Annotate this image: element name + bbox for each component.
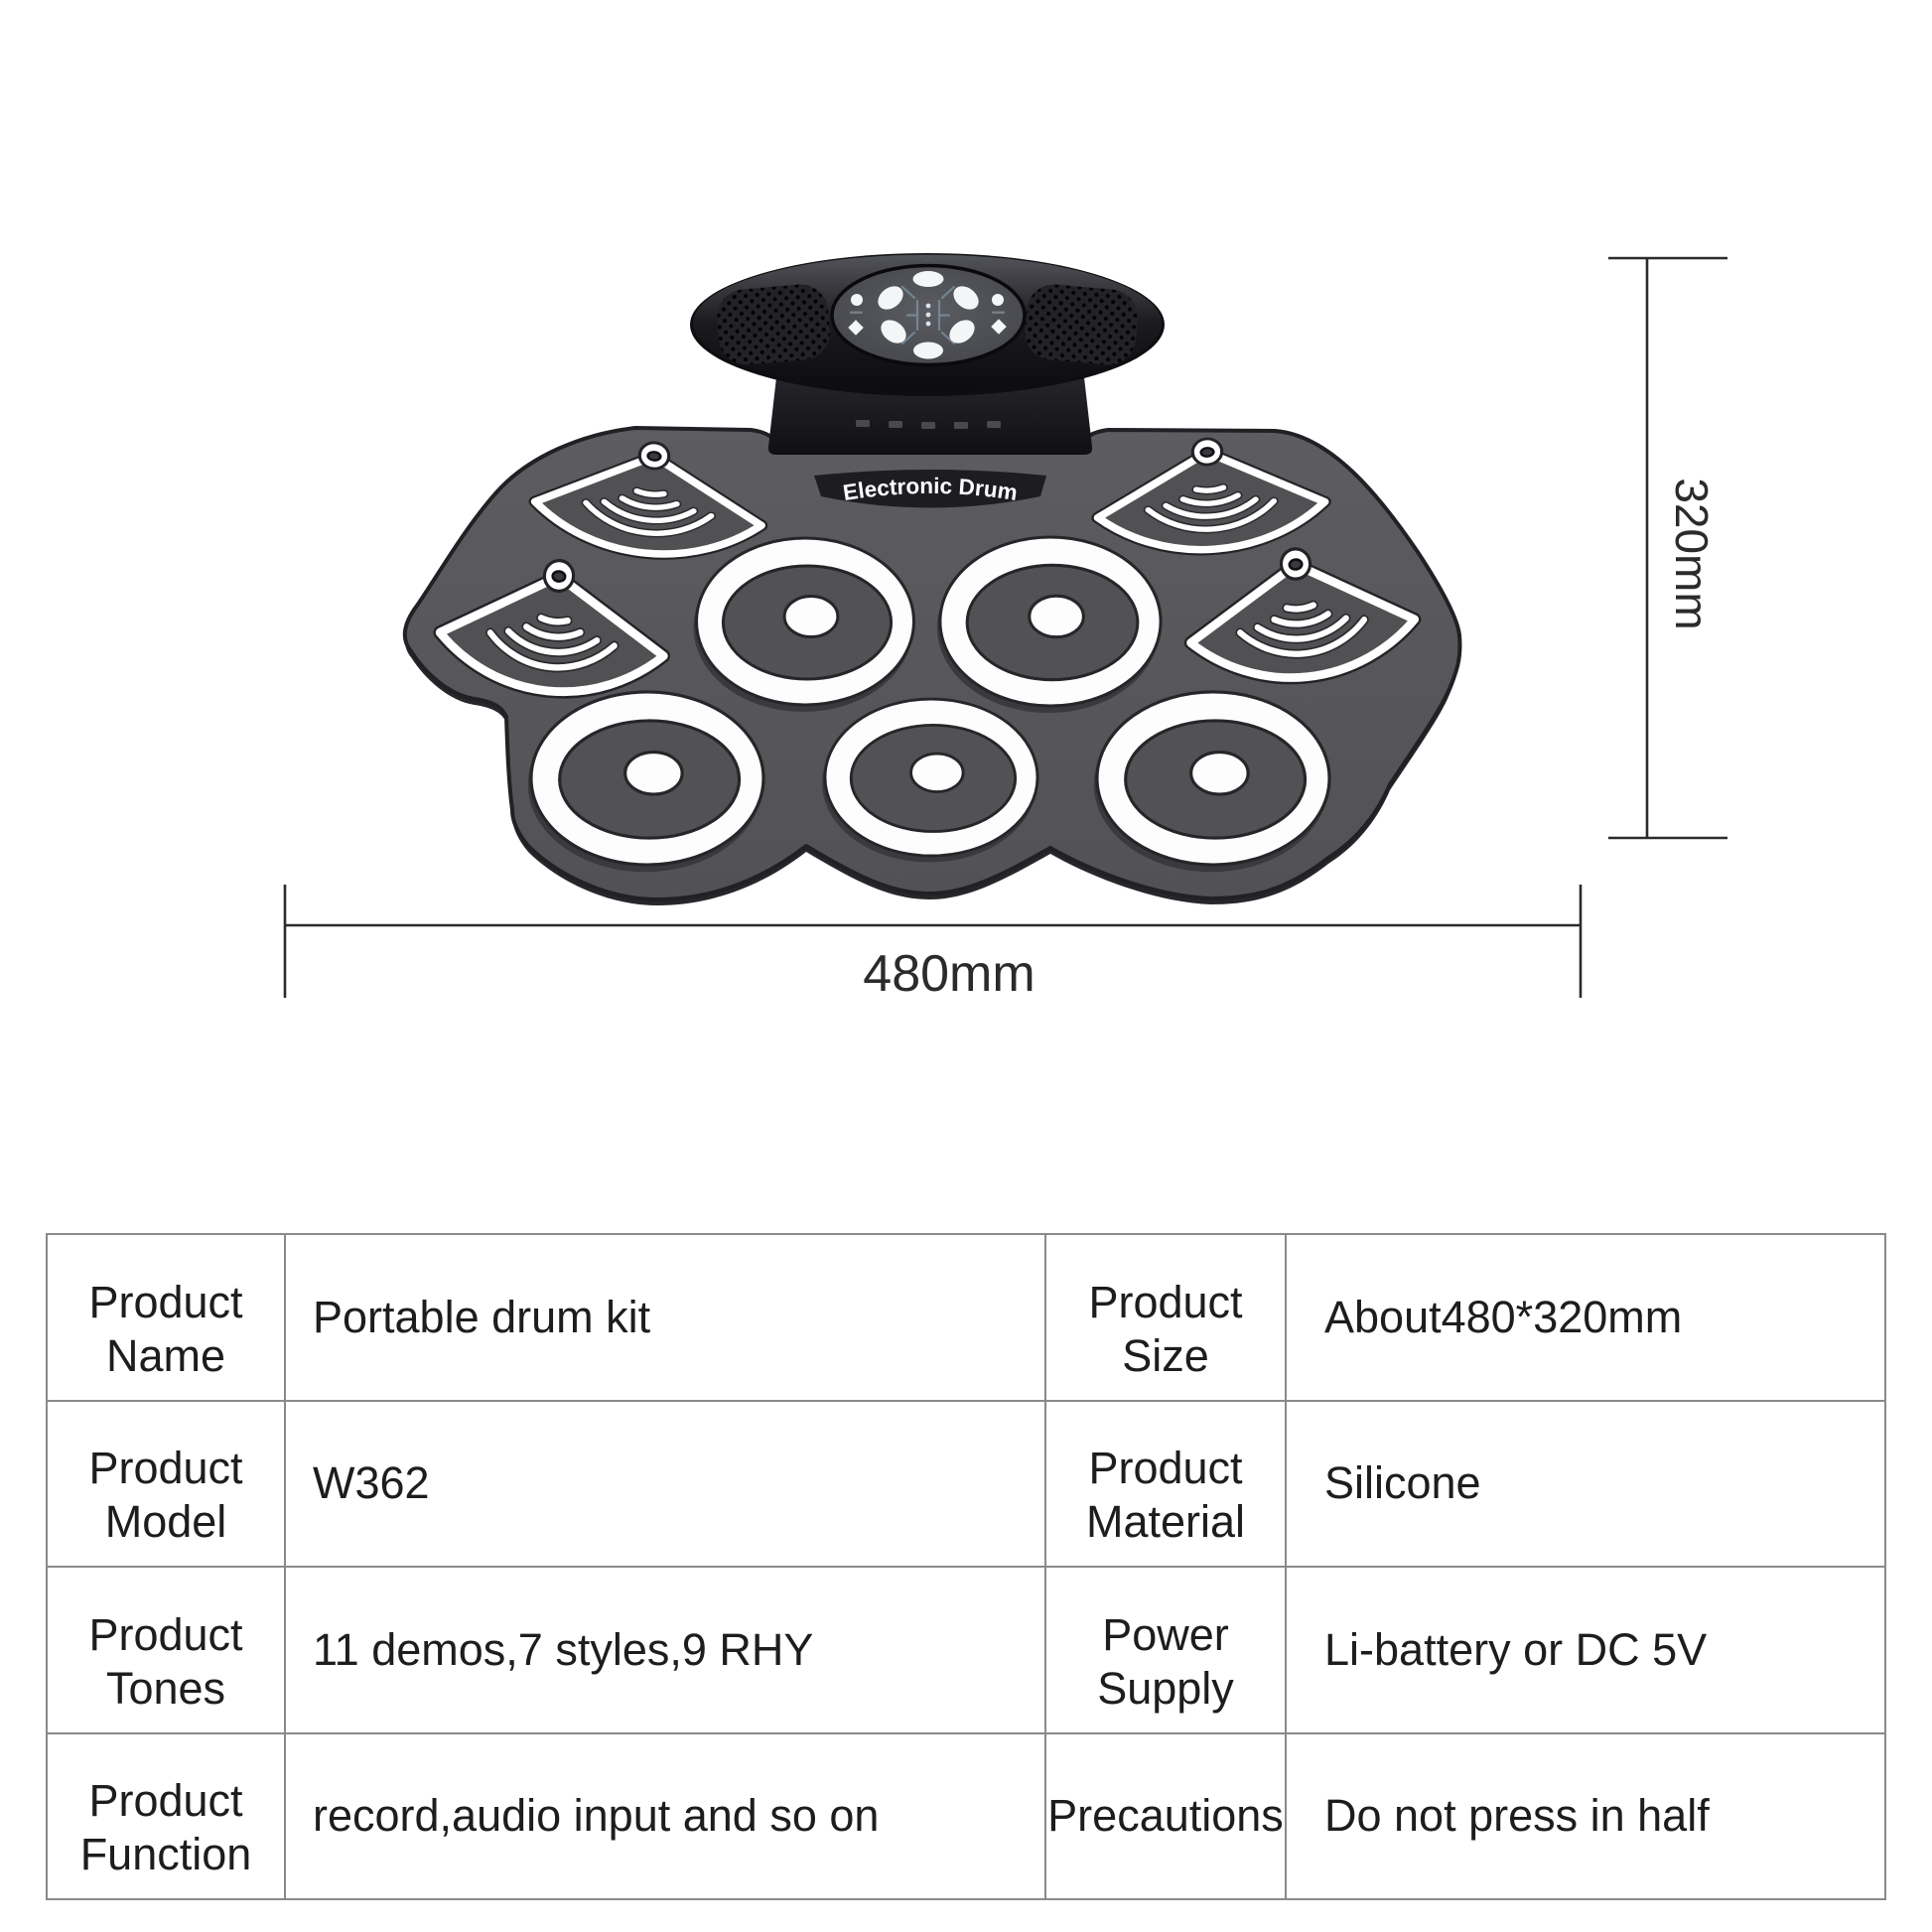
svg-text:480mm: 480mm <box>863 945 1035 1003</box>
svg-text:320mm: 320mm <box>1666 478 1718 629</box>
